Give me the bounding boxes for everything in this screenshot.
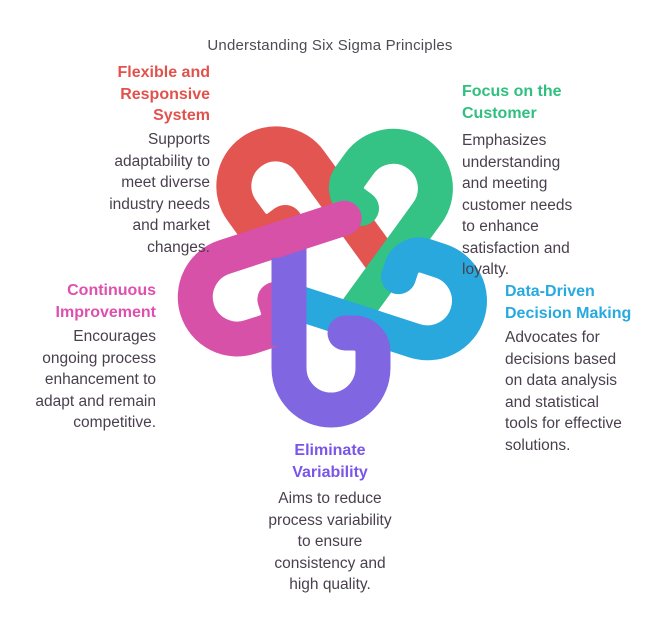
petal-purple-shape	[271, 224, 391, 428]
page-title: Understanding Six Sigma Principles	[207, 37, 453, 54]
petal-green-shape	[328, 128, 453, 333]
petal-blue-shape	[277, 237, 487, 361]
